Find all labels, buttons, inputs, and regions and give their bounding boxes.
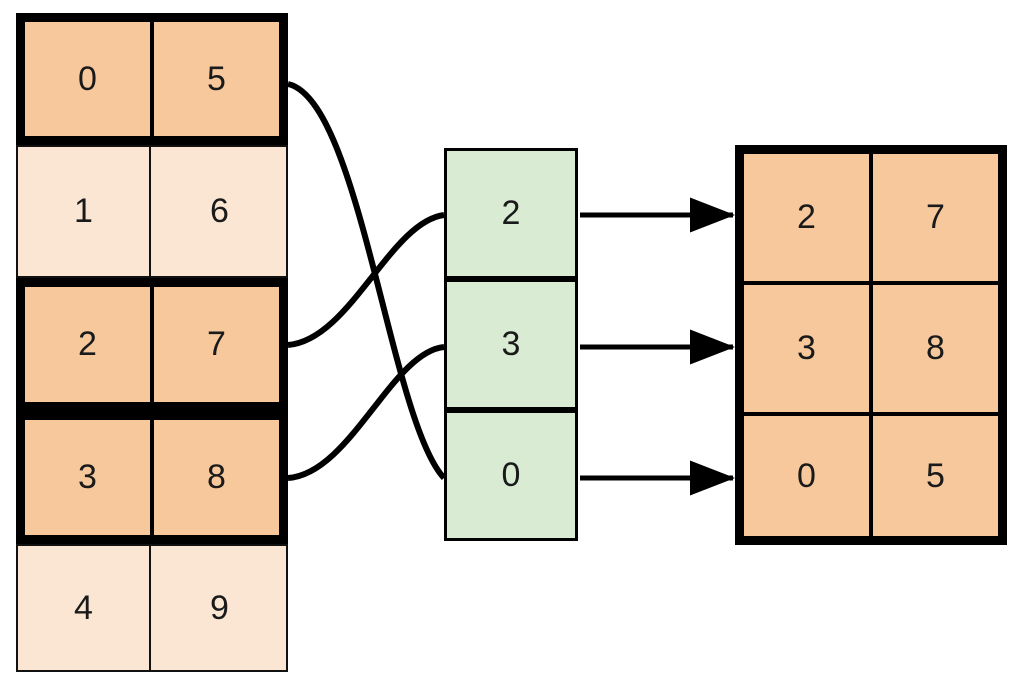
source-cell-4-1: 9 — [153, 546, 286, 670]
source-cell-3-0: 3 — [25, 420, 150, 535]
connector-row2-to-index-2 — [287, 212, 445, 348]
source-cell-0-0: 0 — [25, 22, 150, 136]
source-table: 0 5 1 6 2 7 3 8 4 9 — [16, 13, 288, 672]
source-cell-0-1: 5 — [154, 22, 279, 136]
result-cell-1-0: 3 — [744, 285, 869, 412]
source-cell-1-0: 1 — [18, 147, 151, 276]
source-row-3[interactable]: 3 8 — [16, 411, 288, 544]
result-cell-1-1: 8 — [873, 285, 998, 412]
source-cell-4-0: 4 — [18, 546, 151, 670]
result-cell-2-1: 5 — [873, 416, 998, 536]
source-row-2[interactable]: 2 7 — [16, 278, 288, 411]
index-cell-0[interactable]: 2 — [444, 148, 578, 279]
index-column: 2 3 0 — [444, 148, 578, 541]
source-cell-3-1: 8 — [154, 420, 279, 535]
connector-row3-to-index-3 — [287, 344, 445, 481]
index-cell-1[interactable]: 3 — [444, 279, 578, 410]
result-cell-0-1: 7 — [873, 154, 998, 281]
result-table: 2 7 3 8 0 5 — [735, 145, 1007, 545]
source-cell-2-0: 2 — [25, 287, 150, 402]
connector-row0-to-index-0 — [287, 81, 447, 481]
source-row-0[interactable]: 0 5 — [16, 13, 288, 145]
result-cell-2-0: 0 — [744, 416, 869, 536]
source-row-4[interactable]: 4 9 — [16, 544, 288, 672]
source-row-1[interactable]: 1 6 — [16, 145, 288, 278]
source-cell-1-1: 6 — [153, 147, 286, 276]
source-cell-2-1: 7 — [154, 287, 279, 402]
result-cell-0-0: 2 — [744, 154, 869, 281]
index-cell-2[interactable]: 0 — [444, 410, 578, 541]
